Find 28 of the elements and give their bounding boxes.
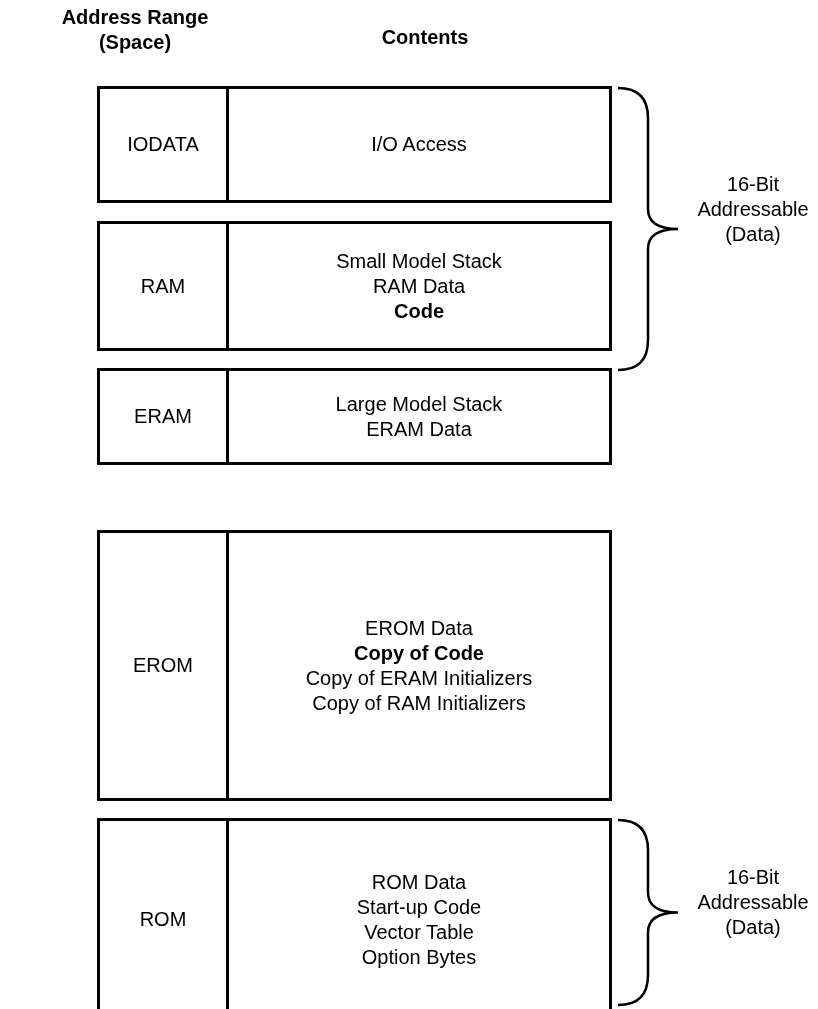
column-header: Contents xyxy=(380,25,470,50)
contents-text: Option Bytes xyxy=(361,944,477,970)
brace-label: 16-Bit Addressable (Data) xyxy=(696,865,810,940)
contents-text: Start-up Code xyxy=(356,894,482,920)
contents-text: ERAM Data xyxy=(366,416,472,442)
address-range-text: ERAM xyxy=(134,404,192,429)
address-range-text: ROM xyxy=(139,907,187,932)
contents-text: Large Model Stack xyxy=(335,391,503,417)
memory-region-box xyxy=(97,221,612,351)
contents-text: Vector Table xyxy=(364,919,474,945)
memory-region-box xyxy=(97,530,612,801)
address-range-text: IODATA xyxy=(127,132,199,157)
address-range-text: RAM xyxy=(140,273,186,299)
column-header: Address Range (Space) xyxy=(60,5,210,55)
brace-label: 16-Bit Addressable (Data) xyxy=(696,172,810,247)
memory-region-box xyxy=(97,818,612,1009)
contents-text: Small Model Stack xyxy=(336,248,502,274)
contents-text: Copy of ERAM Initializers xyxy=(305,665,533,691)
contents-text: Code xyxy=(394,298,444,324)
contents-text: Copy of Code xyxy=(354,640,484,666)
contents-text: I/O Access xyxy=(371,132,467,157)
contents-text: RAM Data xyxy=(372,273,466,299)
memory-region-box xyxy=(97,86,612,203)
contents-text: EROM Data xyxy=(365,615,473,641)
contents-text: Copy of RAM Initializers xyxy=(312,690,526,716)
address-range-text: EROM xyxy=(133,653,193,678)
contents-text: ROM Data xyxy=(371,869,467,895)
memory-region-box xyxy=(97,368,612,465)
